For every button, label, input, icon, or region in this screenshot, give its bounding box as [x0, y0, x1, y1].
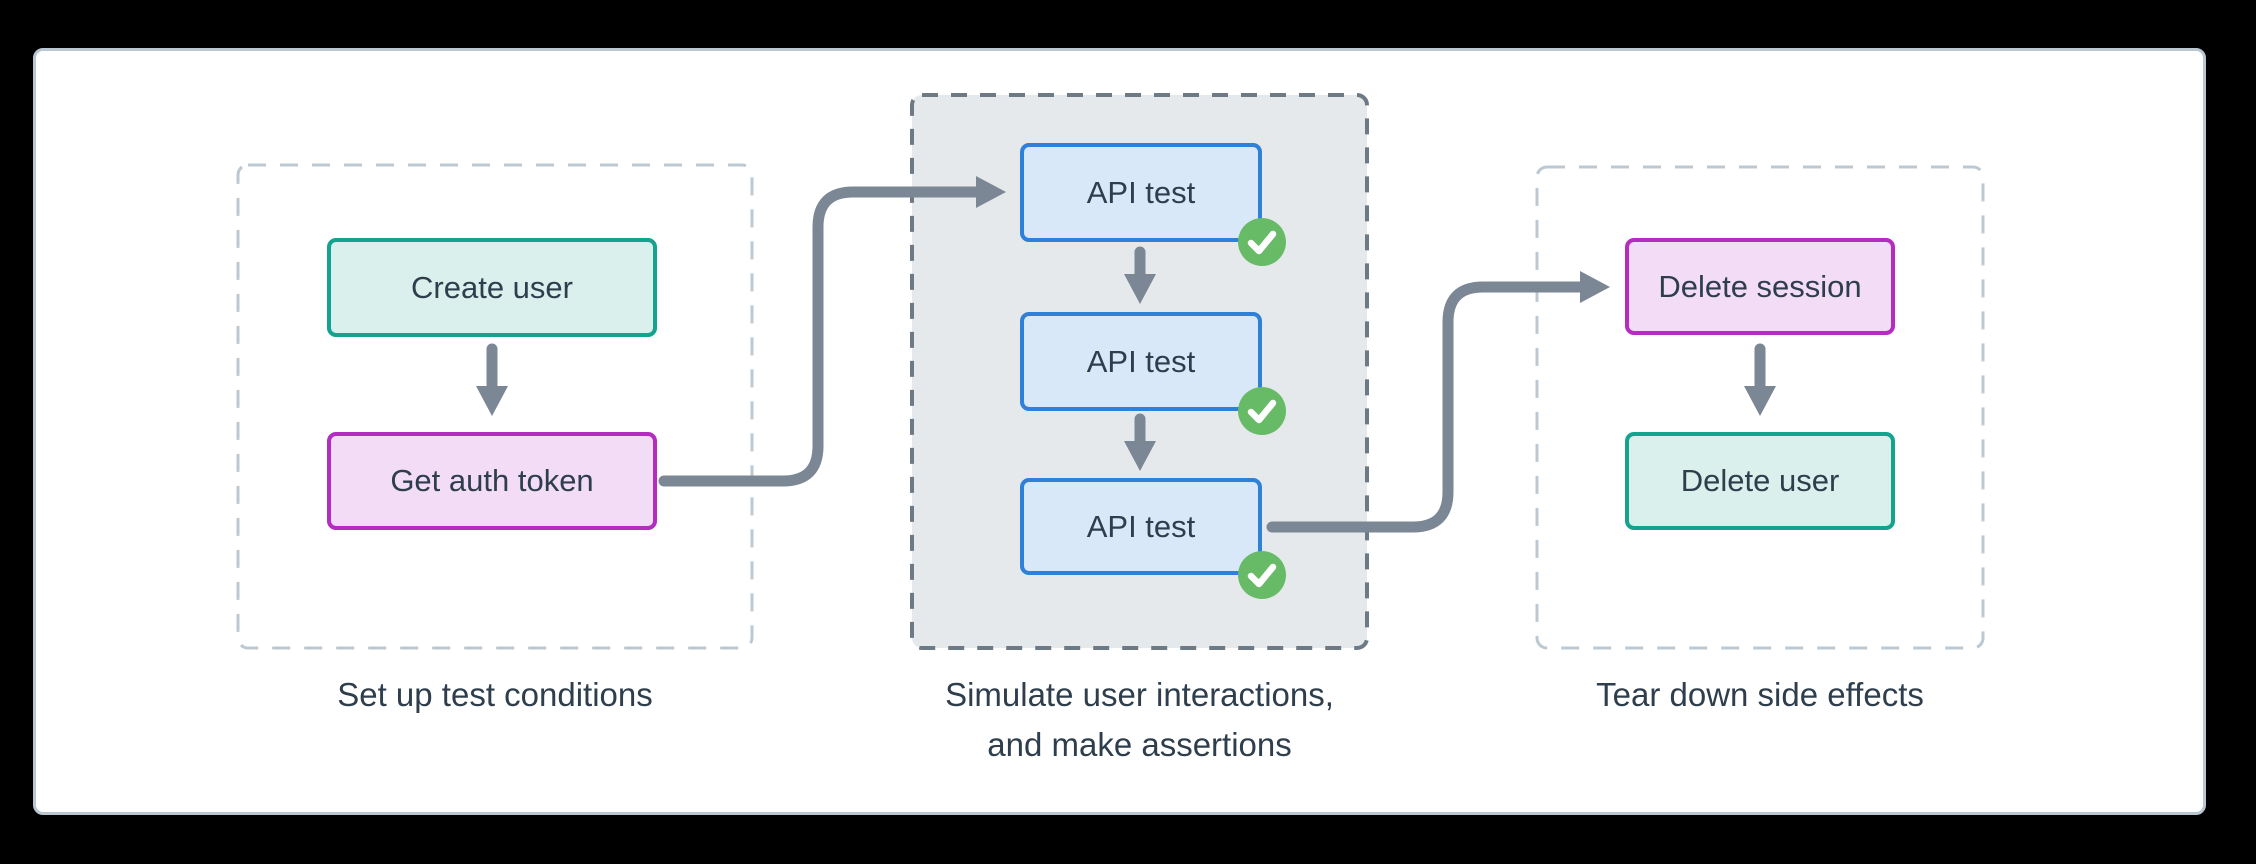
node-api-test-3: API test: [1020, 478, 1262, 575]
node-api-test-1: API test: [1020, 143, 1262, 242]
caption-teardown-side-effects: Tear down side effects: [1596, 676, 1924, 713]
success-check-icon: [1238, 218, 1286, 266]
caption-simulate-line-1: Simulate user interactions,: [945, 676, 1334, 713]
node-delete-session: Delete session: [1625, 238, 1895, 335]
caption-simulate-line-2: and make assertions: [987, 726, 1292, 763]
node-api-test-2: API test: [1020, 312, 1262, 411]
node-delete-user: Delete user: [1625, 432, 1895, 530]
success-check-icon: [1238, 551, 1286, 599]
caption-setup-test-conditions: Set up test conditions: [337, 676, 653, 713]
success-check-icon: [1238, 387, 1286, 435]
node-create-user: Create user: [327, 238, 657, 337]
caption-simulate-interactions: Simulate user interactions, and make ass…: [912, 670, 1367, 770]
node-get-auth-token: Get auth token: [327, 432, 657, 530]
